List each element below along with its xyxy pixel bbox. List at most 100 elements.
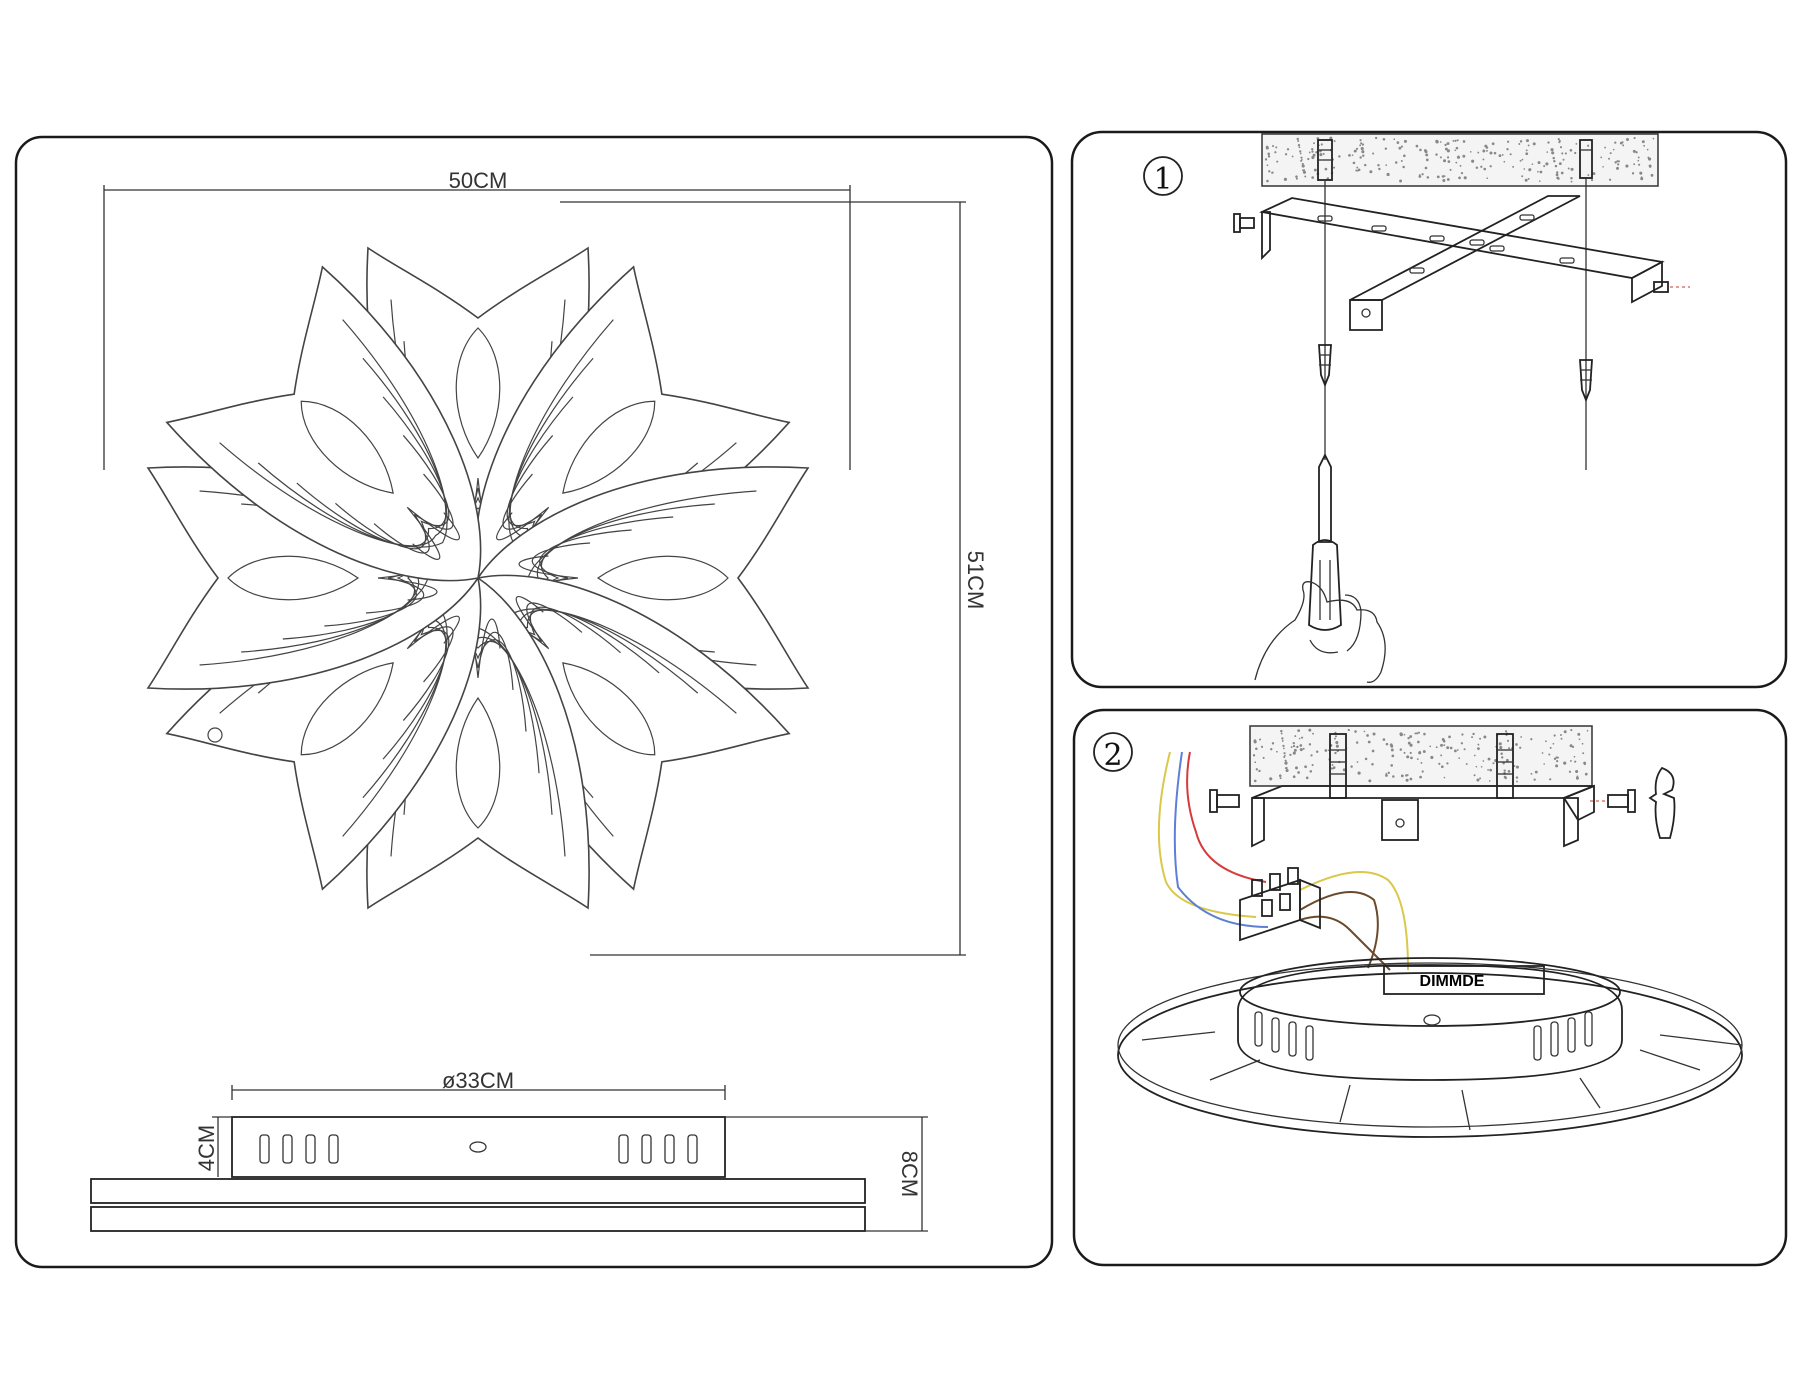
speckle (1292, 751, 1296, 755)
speckle (1530, 738, 1533, 741)
speckle (1399, 748, 1403, 751)
speckle (1259, 738, 1262, 741)
speckle (1276, 160, 1279, 163)
speckle (1475, 166, 1479, 169)
speckle (1520, 736, 1523, 738)
speckle (1398, 146, 1402, 150)
speckle (1469, 151, 1472, 153)
speckle (1402, 165, 1405, 169)
speckle (1281, 740, 1284, 742)
speckle (1483, 735, 1487, 739)
speckle (1403, 139, 1407, 143)
speckle (1558, 141, 1561, 144)
speckle (1374, 136, 1378, 140)
speckle (1586, 729, 1589, 732)
speckle (1555, 764, 1559, 768)
speckle (1300, 156, 1303, 159)
speckle (1338, 155, 1341, 158)
speckle (1575, 776, 1579, 780)
flower-petal (165, 265, 482, 582)
speckle (1447, 160, 1451, 163)
speckle (1622, 144, 1625, 147)
speckle (1521, 175, 1524, 178)
speckle (1506, 739, 1510, 742)
speckle (1271, 172, 1273, 174)
speckle (1299, 150, 1302, 153)
speckle (1577, 732, 1581, 736)
speckle (1377, 164, 1380, 167)
vent-slots-right (618, 1134, 698, 1164)
speckle (1258, 770, 1260, 772)
speckle (1324, 749, 1328, 752)
speckle (1299, 152, 1302, 155)
speckle (1438, 762, 1441, 766)
speckle (1553, 734, 1556, 737)
speckle (1639, 171, 1643, 175)
speckle (1457, 156, 1461, 159)
speckle (1364, 757, 1368, 761)
speckle (1302, 747, 1305, 750)
speckle (1430, 755, 1434, 760)
speckle (1614, 161, 1617, 164)
speckle (1503, 769, 1506, 772)
speckle (1282, 747, 1285, 750)
speckle (1410, 756, 1413, 760)
speckle (1300, 736, 1304, 739)
speckle (1557, 138, 1560, 141)
speckle (1574, 151, 1577, 155)
speckle (1295, 177, 1298, 180)
speckle (1284, 759, 1287, 762)
speckle (1486, 149, 1488, 152)
speckle (1350, 765, 1353, 768)
speckle (1296, 137, 1299, 141)
speckle (1513, 765, 1516, 767)
speckle (1489, 768, 1493, 772)
power-wires (1157, 751, 1409, 971)
speckle (1502, 762, 1505, 765)
bracket-slot (1371, 225, 1387, 232)
speckle (1295, 766, 1298, 770)
speckle (1602, 165, 1604, 168)
speckle (1637, 156, 1640, 159)
speckle (1283, 177, 1288, 181)
diameter-label: ø33CM (442, 1068, 514, 1093)
screw-left (1318, 344, 1332, 388)
speckle (1569, 148, 1573, 152)
speckle (1409, 777, 1413, 781)
speckle (1480, 165, 1483, 168)
speckle (1315, 750, 1319, 754)
speckle (1524, 178, 1528, 182)
speckle (1415, 144, 1419, 148)
speckle (1460, 171, 1464, 175)
speckle (1504, 730, 1508, 733)
speckle (1532, 142, 1536, 146)
speckle (1446, 149, 1450, 153)
speckle (1544, 740, 1547, 743)
speckle (1499, 746, 1503, 750)
speckle (1299, 748, 1303, 752)
speckle (1385, 742, 1389, 746)
speckle (1533, 778, 1536, 781)
speckle (1284, 761, 1288, 765)
speckle (1616, 166, 1620, 170)
speckle (1528, 168, 1532, 172)
speckle (1570, 167, 1574, 171)
side-screw-right (1653, 281, 1690, 293)
speckle (1473, 774, 1476, 777)
speckle (1363, 730, 1366, 733)
speckle (1609, 152, 1612, 155)
speckle (1614, 141, 1617, 144)
speckle (1488, 780, 1491, 782)
speckle (1284, 153, 1288, 156)
speckle (1575, 769, 1579, 774)
speckle (1608, 157, 1611, 160)
speckle (1356, 166, 1359, 169)
speckle (1267, 155, 1271, 158)
speckle (1292, 742, 1295, 745)
speckle (1558, 162, 1562, 166)
side-view: ø33CM 4CM (90, 1068, 928, 1232)
speckle (1298, 146, 1301, 149)
speckle (1285, 768, 1289, 773)
speckle (1454, 139, 1457, 142)
speckle (1296, 745, 1299, 749)
